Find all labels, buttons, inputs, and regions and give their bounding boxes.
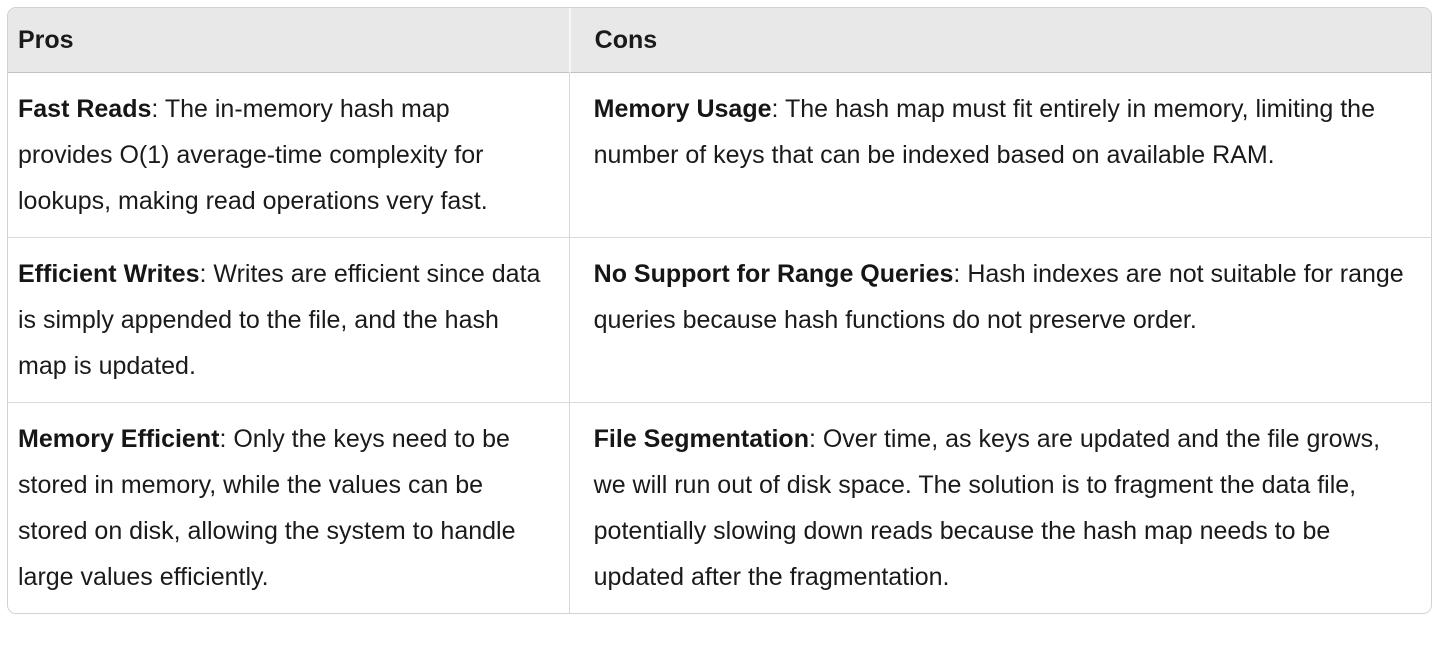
table-row: Efficient Writes: Writes are efficient s… [8,237,1431,402]
cons-cell-file-segmentation: File Segmentation: Over time, as keys ar… [568,402,1431,613]
cons-cell-no-range-queries: No Support for Range Queries: Hash index… [568,237,1431,402]
term-description: : Writes are efficient since data is sim… [18,260,541,380]
term-label: Efficient Writes [18,260,200,288]
term-label: No Support for Range Queries [593,260,954,288]
comparison-table: Pros Cons Fast Reads: The in-memory hash… [8,8,1431,613]
pros-cell-memory-efficient: Memory Efficient: Only the keys need to … [8,402,569,613]
table-row: Fast Reads: The in-memory hash map provi… [8,73,1431,237]
column-header-pros: Pros [8,8,569,73]
term-label: Memory Efficient [18,425,220,453]
pros-cell-fast-reads: Fast Reads: The in-memory hash map provi… [8,73,569,237]
term-description: : Hash indexes are not suitable for rang… [593,260,1404,334]
term-description: : Over time, as keys are updated and the… [593,425,1381,591]
table-row: Memory Efficient: Only the keys need to … [8,402,1431,613]
term-label: File Segmentation [593,425,809,453]
column-header-cons: Cons [568,8,1431,73]
term-description: : Only the keys need to be stored in mem… [18,425,516,591]
cons-cell-memory-usage: Memory Usage: The hash map must fit enti… [568,73,1431,237]
pros-cell-efficient-writes: Efficient Writes: Writes are efficient s… [8,237,569,402]
term-label: Fast Reads [18,95,152,123]
table-header-row: Pros Cons [8,8,1431,73]
term-label: Memory Usage [593,95,772,123]
term-description: : The hash map must fit entirely in memo… [593,95,1375,169]
term-description: : The in-memory hash map provides O(1) a… [18,95,488,215]
pros-cons-table: Pros Cons Fast Reads: The in-memory hash… [7,7,1432,614]
